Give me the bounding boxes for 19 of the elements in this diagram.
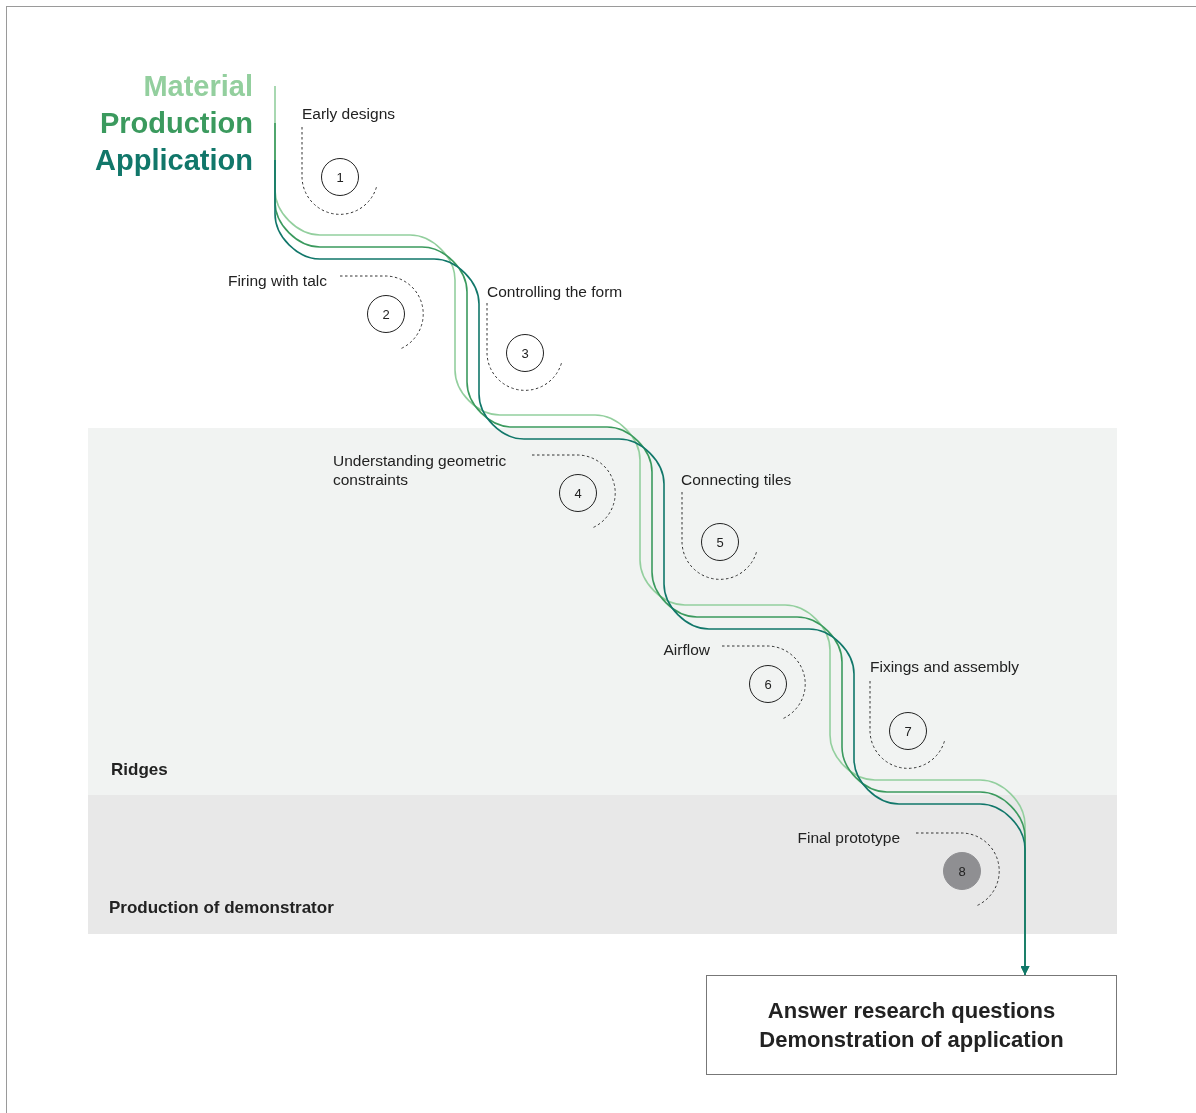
step-number-circle: 8 [943, 852, 981, 890]
stage-band [88, 795, 1117, 934]
outcome-box [706, 975, 1117, 1075]
step-label: Understanding geometric constraints [333, 451, 508, 489]
step-label: Controlling the form [487, 282, 624, 301]
stage-band [88, 428, 1117, 795]
outcome-text: Demonstration of application [759, 1026, 1064, 1054]
outcome-text: Answer research questions [767, 997, 1056, 1025]
step-label: Final prototype [796, 828, 900, 847]
step-label: Early designs [302, 104, 397, 123]
track-title: Application [60, 142, 275, 178]
step-label: Fixings and assembly [870, 657, 1021, 676]
track-title: Material [60, 68, 275, 104]
band-title: Ridges [111, 760, 168, 780]
band-title: Production of demonstrator [109, 898, 334, 918]
track-title: Production [60, 105, 275, 141]
step-label: Airflow [662, 640, 710, 659]
step-label: Firing with talc [226, 271, 327, 290]
step-label: Connecting tiles [681, 470, 793, 489]
